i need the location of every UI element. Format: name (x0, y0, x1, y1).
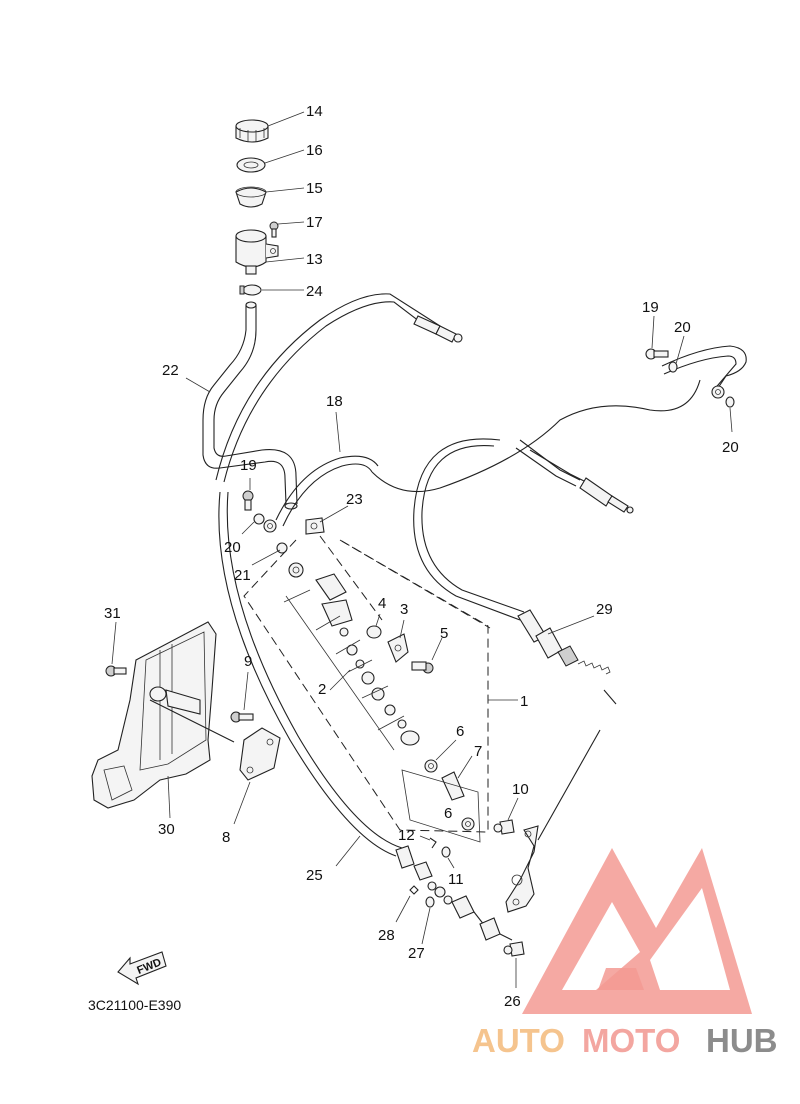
callout-15: 15 (306, 180, 323, 197)
diaphragm-plate (236, 157, 266, 173)
callout-4: 4 (378, 595, 386, 612)
small-screw (269, 221, 279, 238)
brake-hose-upper (263, 455, 379, 533)
banjo-23 (305, 517, 325, 535)
callout-labels: 1 2 3 4 5 6 6 7 8 9 10 11 12 13 14 15 16… (104, 103, 739, 1010)
fwd-arrow-icon: FWD (117, 951, 167, 986)
brake-cable (371, 379, 701, 621)
callout-30: 30 (158, 821, 175, 838)
callout-16: 16 (306, 142, 323, 159)
svg-text:FWD: FWD (135, 956, 163, 977)
brake-hose-long (218, 491, 403, 857)
bolt-5 (411, 661, 434, 674)
pin-10 (493, 819, 515, 835)
callout-11: 11 (448, 871, 464, 888)
washer-21 (276, 542, 288, 554)
watermark-text: AUTO MOTO HUB (472, 1022, 778, 1059)
screw-31 (105, 665, 127, 677)
callout-20c: 20 (224, 539, 241, 556)
callout-3: 3 (400, 601, 408, 618)
callout-9: 9 (244, 653, 252, 670)
svg-text:AUTO: AUTO (472, 1022, 565, 1059)
brake-lever-arm (505, 729, 601, 913)
callout-25: 25 (306, 867, 323, 884)
callout-12: 12 (398, 827, 415, 844)
callout-26: 26 (504, 993, 521, 1010)
reservoir-tank (235, 229, 279, 275)
exploded-box (243, 535, 491, 833)
washer-11 (441, 846, 451, 858)
callout-23: 23 (346, 491, 363, 508)
o-ring-4 (366, 625, 382, 639)
reservoir-hose (202, 301, 298, 510)
callout-21: 21 (234, 567, 251, 584)
hose-clamp (239, 284, 262, 296)
callout-17: 17 (306, 214, 323, 231)
bolt-19 (242, 490, 254, 511)
callout-22: 22 (162, 362, 179, 379)
upper-cable (215, 293, 463, 483)
svg-text:HUB: HUB (706, 1022, 778, 1059)
cotter-28 (409, 885, 419, 895)
watermark-logo (522, 848, 752, 1014)
callout-27: 27 (408, 945, 425, 962)
callout-13: 13 (306, 251, 323, 268)
callout-31: 31 (104, 605, 121, 622)
callout-2: 2 (318, 681, 326, 698)
callout-20a: 20 (674, 319, 691, 336)
nut-6b (461, 817, 475, 831)
bracket-8 (239, 727, 281, 781)
pin-26 (503, 941, 525, 957)
callout-29: 29 (596, 601, 613, 618)
callout-18: 18 (326, 393, 343, 410)
nut-6a (424, 759, 438, 773)
diagram-code: 3C21100-E390 (88, 997, 181, 1013)
cotter-12 (429, 837, 437, 849)
banjo-bolt-3 (387, 633, 409, 663)
callout-6a: 6 (456, 723, 464, 740)
leader-lines (111, 111, 733, 988)
lower-cable-end (395, 845, 513, 941)
cable-end-29 (517, 609, 617, 705)
callout-8: 8 (222, 829, 230, 846)
washer-20 (253, 513, 265, 525)
diaphragm (235, 186, 267, 208)
callout-19a: 19 (642, 299, 659, 316)
cotter-pin-7 (401, 769, 481, 843)
svg-text:MOTO: MOTO (582, 1022, 680, 1059)
right-cable-end (529, 449, 634, 514)
callout-24: 24 (306, 283, 323, 300)
callout-20b: 20 (722, 439, 739, 456)
callout-28: 28 (378, 927, 395, 944)
callout-10: 10 (512, 781, 529, 798)
callout-14: 14 (306, 103, 323, 120)
callout-19b: 19 (240, 457, 257, 474)
upper-right-fitting (645, 345, 747, 408)
washer-27 (425, 896, 435, 908)
callout-7: 7 (474, 743, 482, 760)
heel-guard (91, 621, 235, 809)
callout-5: 5 (440, 625, 448, 642)
bolt-9 (230, 711, 254, 723)
callout-1: 1 (520, 693, 528, 710)
reservoir-cap (235, 119, 269, 143)
master-cylinder-parts (283, 562, 420, 751)
callout-6b: 6 (444, 805, 452, 822)
